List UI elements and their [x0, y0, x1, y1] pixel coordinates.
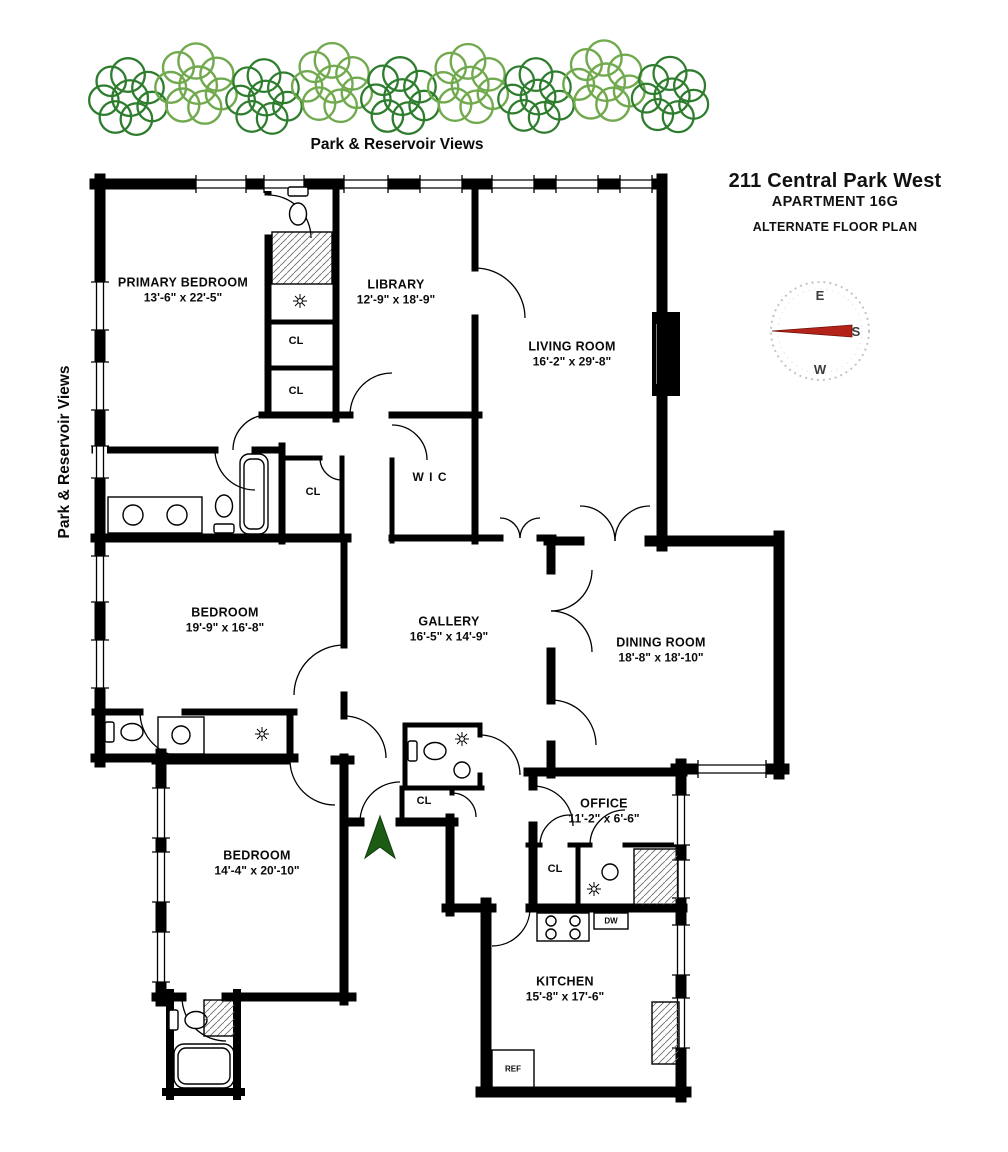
door-arc: [451, 792, 477, 818]
bathtub: [239, 453, 269, 535]
room-label-dining-room: DINING ROOM 18'-8" x 18'-10": [616, 635, 706, 665]
vanity: [157, 716, 205, 755]
sink-icon: [122, 504, 144, 526]
window: [91, 361, 109, 411]
trees-decoration: [87, 39, 710, 137]
light-icon: [292, 293, 308, 309]
door-arc: [289, 759, 336, 806]
sink-icon: [166, 504, 188, 526]
building-title: 211 Central Park West: [728, 170, 942, 192]
wic-label: W I C: [412, 470, 448, 484]
toilet-icon: [407, 740, 447, 762]
window: [419, 175, 463, 193]
room-label-primary-bedroom: PRIMARY BEDROOM 13'-6" x 22'-5": [117, 275, 249, 305]
compass-south: S: [852, 324, 861, 339]
toilet-icon: [287, 186, 309, 226]
room-label-bedroom-3: BEDROOM 14'-4" x 20'-10": [214, 848, 300, 878]
door-arc: [359, 781, 401, 823]
window: [697, 760, 767, 778]
window: [491, 175, 535, 193]
plan-type-subtitle: ALTERNATE FLOOR PLAN: [752, 220, 918, 234]
light-icon: [254, 726, 270, 742]
stove: [536, 912, 590, 942]
doors: [139, 194, 651, 1042]
park-views-top-label: Park & Reservoir Views: [310, 136, 484, 153]
toilet-icon: [104, 721, 144, 743]
door-arc: [491, 907, 531, 947]
window: [195, 175, 247, 193]
toilet-icon: [213, 494, 235, 534]
window: [672, 924, 690, 976]
window: [152, 851, 170, 903]
door-arc: [550, 569, 593, 612]
room-label-library: LIBRARY 12'-9" x 18'-9": [356, 277, 436, 307]
light-icon: [454, 731, 470, 747]
window: [91, 445, 109, 479]
closet-label: CL: [416, 795, 432, 807]
title-block: 211 Central Park West APARTMENT 16G ALTE…: [706, 170, 964, 234]
door-arc: [343, 715, 387, 759]
compass-east: E: [816, 288, 825, 303]
window: [672, 794, 690, 846]
dishwasher-label: DW: [604, 916, 618, 926]
compass-rose: E S W: [770, 281, 870, 381]
sink-icon: [601, 863, 619, 881]
window: [91, 555, 109, 603]
fixtures: [104, 186, 680, 1089]
door-arc: [214, 449, 256, 491]
shower: [633, 848, 679, 906]
room-label-office: OFFICE 11'-2" x 6'-6": [568, 796, 640, 826]
door-arc: [349, 372, 393, 416]
door-arc: [579, 505, 616, 542]
window: [343, 175, 389, 193]
door-arc: [319, 457, 343, 481]
door-arc: [614, 505, 651, 542]
door-arc: [532, 785, 574, 827]
toilet-icon: [168, 1009, 208, 1031]
room-label-living-room: LIVING ROOM 16'-2" x 29'-8": [528, 339, 616, 369]
window: [91, 639, 109, 689]
window: [555, 175, 599, 193]
door-arc: [550, 699, 597, 746]
sink-icon: [453, 761, 471, 779]
window: [619, 175, 653, 193]
closet-label: CL: [305, 486, 321, 498]
vanity: [107, 496, 203, 534]
entry-arrow: [363, 814, 397, 860]
door-arc: [139, 711, 186, 758]
door-arc: [519, 517, 541, 539]
door-arc: [232, 414, 269, 451]
apartment-subtitle: APARTMENT 16G: [771, 194, 899, 210]
park-views-left-label: Park & Reservoir Views: [56, 365, 73, 539]
shower: [203, 999, 236, 1037]
refrigerator-label: REF: [505, 1064, 521, 1074]
closet-label: CL: [547, 863, 563, 875]
closet-label: CL: [288, 335, 304, 347]
door-arc: [474, 267, 526, 319]
windows: [91, 175, 767, 1049]
compass-west: W: [814, 362, 827, 377]
door-arc: [550, 610, 593, 653]
window: [152, 787, 170, 839]
room-label-kitchen: KITCHEN 15'-8" x 17'-6": [525, 974, 605, 1004]
door-arc: [589, 809, 626, 846]
closet-label: CL: [288, 385, 304, 397]
window: [91, 281, 109, 331]
light-icon: [586, 881, 602, 897]
door-arc: [293, 644, 345, 696]
sink-icon: [171, 725, 191, 745]
counter: [651, 1001, 680, 1065]
door-arc: [479, 734, 521, 776]
refrigerator: [491, 1049, 535, 1089]
bathtub: [173, 1043, 235, 1089]
door-arc: [391, 424, 428, 461]
window: [152, 931, 170, 983]
door-arc: [539, 814, 571, 846]
dishwasher: [593, 912, 629, 930]
room-label-bedroom-2: BEDROOM 19'-9" x 16'-8": [185, 605, 265, 635]
compass-needle: [771, 324, 853, 338]
room-label-gallery: GALLERY 16'-5" x 14'-9": [409, 614, 489, 644]
shower: [271, 231, 333, 285]
